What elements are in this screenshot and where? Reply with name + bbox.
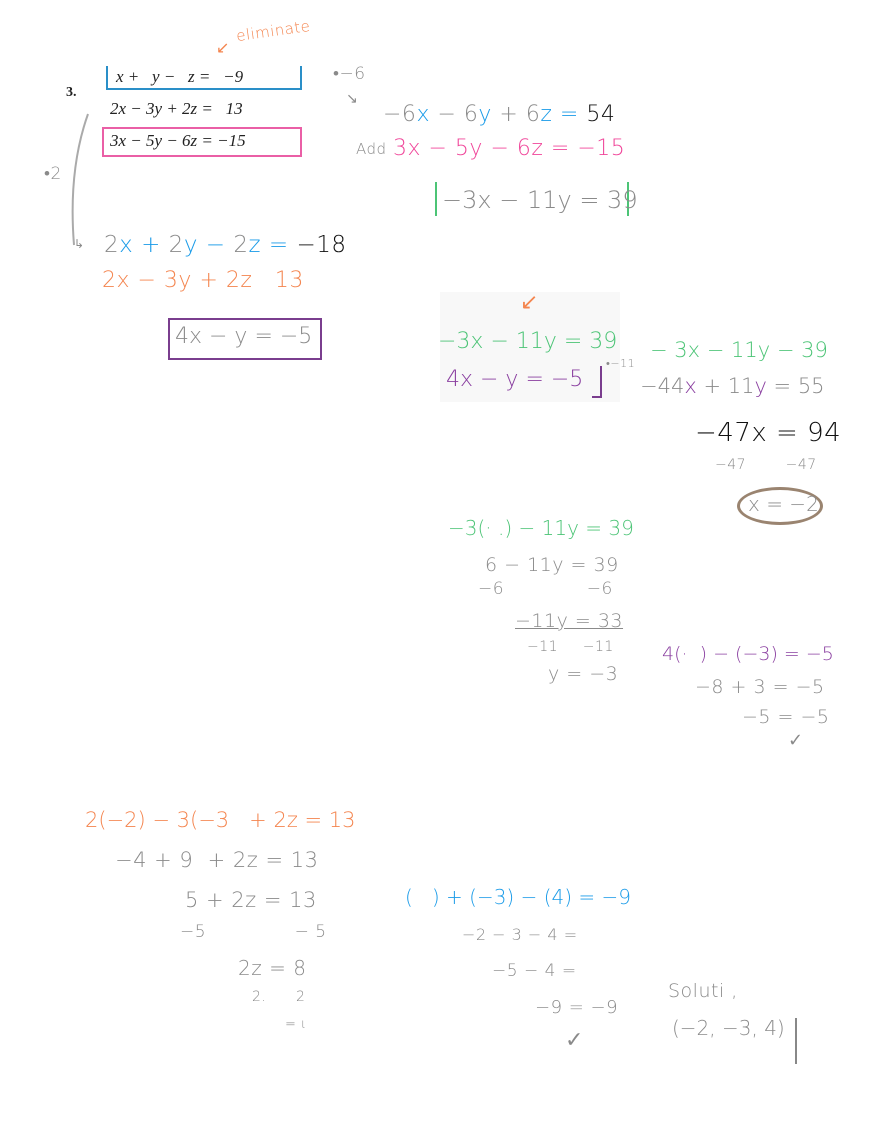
- y-step-1-subtract: −6 −6: [478, 579, 613, 599]
- eliminated-equation-a: −3x − 11y = 39: [442, 186, 638, 214]
- z-result: = ι: [285, 1017, 307, 1032]
- seg: = 55: [766, 374, 825, 398]
- problem-number: 3.: [66, 85, 77, 100]
- seg: y: [183, 232, 198, 258]
- seg: −18: [296, 232, 347, 258]
- solution-mark: [795, 1018, 797, 1064]
- seg: x: [416, 102, 430, 127]
- y-result: y = −3: [548, 663, 619, 685]
- equation-3-highlight: [102, 127, 302, 157]
- seg: + 6: [491, 102, 541, 127]
- equation-a-copy: − 3x − 11y − 39: [650, 338, 828, 362]
- equation-1-highlight: [106, 66, 302, 90]
- seg: −: [197, 232, 234, 258]
- system-equation-a: −3x − 11y = 39: [438, 329, 618, 354]
- add-label: Add: [356, 140, 387, 158]
- x-result: x = −2: [748, 492, 819, 516]
- check-equation-a: ( ) + (−3) − (4) = −9: [405, 885, 631, 909]
- seg: − 6: [429, 102, 479, 127]
- seg: 2: [104, 232, 120, 258]
- seg: −44: [640, 374, 685, 398]
- multiply-neg6-note: •−6: [333, 64, 366, 84]
- divisors: −47 −47: [715, 457, 817, 473]
- arrow-down-icon: ↘: [346, 91, 358, 107]
- seg: z: [248, 232, 262, 258]
- highlight-panel: [440, 292, 620, 402]
- solution-label: Soluti ,: [668, 980, 738, 1002]
- checkmark-icon: ✓: [565, 1028, 584, 1053]
- seg: x: [119, 232, 134, 258]
- equation-2: 2x − 3y + 2z = 13: [110, 99, 243, 118]
- z-step-2: 5 + 2z = 13: [185, 888, 317, 912]
- seg: =: [261, 232, 297, 258]
- system-equation-b: 4x − y = −5: [446, 367, 584, 392]
- check-b-step-1: −8 + 3 = −5: [695, 676, 825, 698]
- eliminate-note: eliminate: [235, 16, 312, 46]
- seg: −6: [383, 102, 417, 127]
- seg: 2: [233, 232, 249, 258]
- y-step-1: 6 − 11y = 39: [485, 554, 619, 576]
- check-equation-b: 4(· ) − (−3) = −5: [662, 643, 834, 665]
- multiply-2-note: •2: [44, 164, 62, 184]
- arrow-icon: ↙: [520, 290, 539, 315]
- check-a-step-3: −9 = −9: [535, 997, 619, 1018]
- equation-2-copy: 2x − 3y + 2z 13: [102, 268, 304, 293]
- z-step-3-divide: 2. 2: [252, 989, 306, 1005]
- arrow-icon: ↙: [216, 38, 230, 57]
- seg: y: [754, 374, 767, 398]
- equation-3: 3x − 5y − 6z = −15: [110, 131, 246, 150]
- z-step-2-subtract: −5 − 5: [180, 922, 327, 942]
- seg: +: [133, 232, 169, 258]
- sum-equation: −47x = 94: [695, 418, 842, 448]
- bracket: [592, 366, 602, 398]
- substitute-x: −3(· .) − 11y = 39: [448, 516, 634, 540]
- y-step-2: −11y = 33: [515, 610, 624, 632]
- seg: x: [684, 374, 697, 398]
- z-step-1: −4 + 9 + 2z = 13: [115, 848, 319, 872]
- result-box: [435, 182, 629, 216]
- check-b-step-2: −5 = −5: [742, 706, 830, 728]
- seg: =: [552, 102, 587, 127]
- result-box: [168, 318, 322, 360]
- checkmark-icon: ✓: [788, 730, 804, 751]
- equation-1: x + y − z = −9: [116, 67, 244, 86]
- y-step-2-divide: −11 −11: [527, 639, 614, 655]
- multiply-neg11-note: •−11: [606, 357, 636, 370]
- arrow-right-icon: ↳: [74, 237, 85, 251]
- scaled-equation-b: −44x + 11y = 55: [640, 376, 825, 397]
- z-step-3: 2z = 8: [238, 956, 307, 980]
- equation-3-copy: 3x − 5y − 6z = −15: [393, 136, 626, 161]
- check-a-step-1: −2 − 3 − 4 =: [462, 925, 578, 944]
- seg: z: [540, 102, 553, 127]
- eliminated-equation-b: 4x − y = −5: [175, 324, 313, 349]
- substitute-xy: 2(−2) − 3(−3 + 2z = 13: [85, 808, 356, 832]
- bracket-arrow-icon: [71, 113, 89, 246]
- seg: + 11: [696, 374, 755, 398]
- seg: y: [478, 102, 492, 127]
- seg: 2: [168, 232, 184, 258]
- scaled-equation-1: −6x − 6y + 6z = 54: [383, 104, 615, 126]
- circle-highlight: [737, 487, 823, 525]
- seg: 54: [586, 102, 616, 127]
- solution-value: (−2, −3, 4): [672, 1016, 785, 1040]
- check-a-step-2: −5 − 4 =: [492, 961, 577, 981]
- scaled-equation-2: 2x + 2y − 2z = −18: [104, 234, 347, 257]
